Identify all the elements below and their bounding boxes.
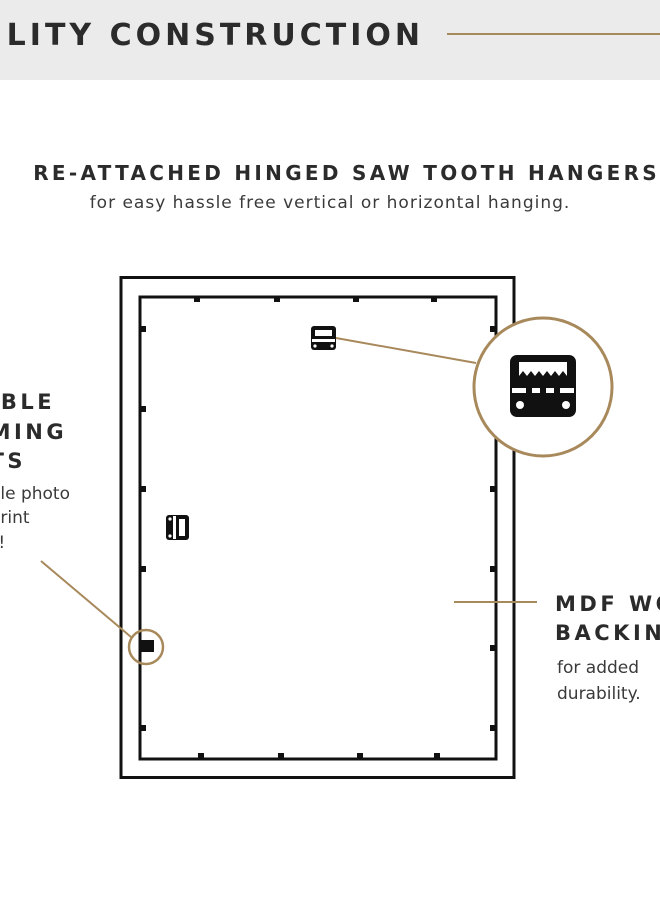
mdf-backing-callout: MDF WO BACKIN for added durability. xyxy=(555,590,660,707)
callout-body-line: for added xyxy=(557,658,640,678)
flexible-point xyxy=(140,486,146,492)
callout-heading-line: MING xyxy=(0,419,68,444)
flexible-point xyxy=(434,753,440,759)
clip-leader-line xyxy=(40,560,132,638)
mdf-backing-board xyxy=(138,295,498,761)
callout-body-line: ple photo xyxy=(0,483,70,504)
flexible-point xyxy=(274,296,280,302)
callout-heading-line: BACKIN xyxy=(555,621,660,645)
flexible-point xyxy=(357,753,363,759)
flexible-points-callout: IBLE MING TS ple photo print s! xyxy=(0,388,70,555)
flexible-point xyxy=(490,725,496,731)
hangers-subline: for easy hassle free vertical or horizon… xyxy=(89,193,571,213)
flexible-point xyxy=(140,326,146,332)
section-title: LITY CONSTRUCTION xyxy=(6,18,424,53)
callout-body-line: print xyxy=(0,508,30,528)
clip-highlight-circle xyxy=(127,628,165,666)
hanger-leader-line xyxy=(335,337,477,364)
hanger-zoom-icon xyxy=(510,355,576,417)
sawtooth-hanger-icon xyxy=(166,515,189,540)
flexible-point xyxy=(140,406,146,412)
header-banner: LITY CONSTRUCTION xyxy=(0,0,660,80)
callout-body-line: durability. xyxy=(557,684,641,704)
flexible-point xyxy=(353,296,359,302)
flexible-point xyxy=(140,566,146,572)
flexible-point xyxy=(278,753,284,759)
flexible-point xyxy=(490,645,496,651)
title-accent-rule xyxy=(447,33,660,35)
hangers-headline: RE-ATTACHED HINGED SAW TOOTH HANGERS xyxy=(33,161,660,185)
callout-body-line: s! xyxy=(0,531,70,556)
flexible-point xyxy=(198,753,204,759)
flexible-point xyxy=(490,326,496,332)
flexible-point xyxy=(431,296,437,302)
flexible-point xyxy=(140,725,146,731)
callout-heading-line: IBLE xyxy=(0,390,56,414)
clip-icon xyxy=(140,640,154,652)
callout-heading-line: TS xyxy=(0,449,27,473)
flexible-point xyxy=(490,486,496,492)
callout-heading-line: MDF WO xyxy=(555,592,660,616)
flexible-point xyxy=(194,296,200,302)
flexible-point xyxy=(490,566,496,572)
sawtooth-hanger-icon xyxy=(311,326,336,350)
